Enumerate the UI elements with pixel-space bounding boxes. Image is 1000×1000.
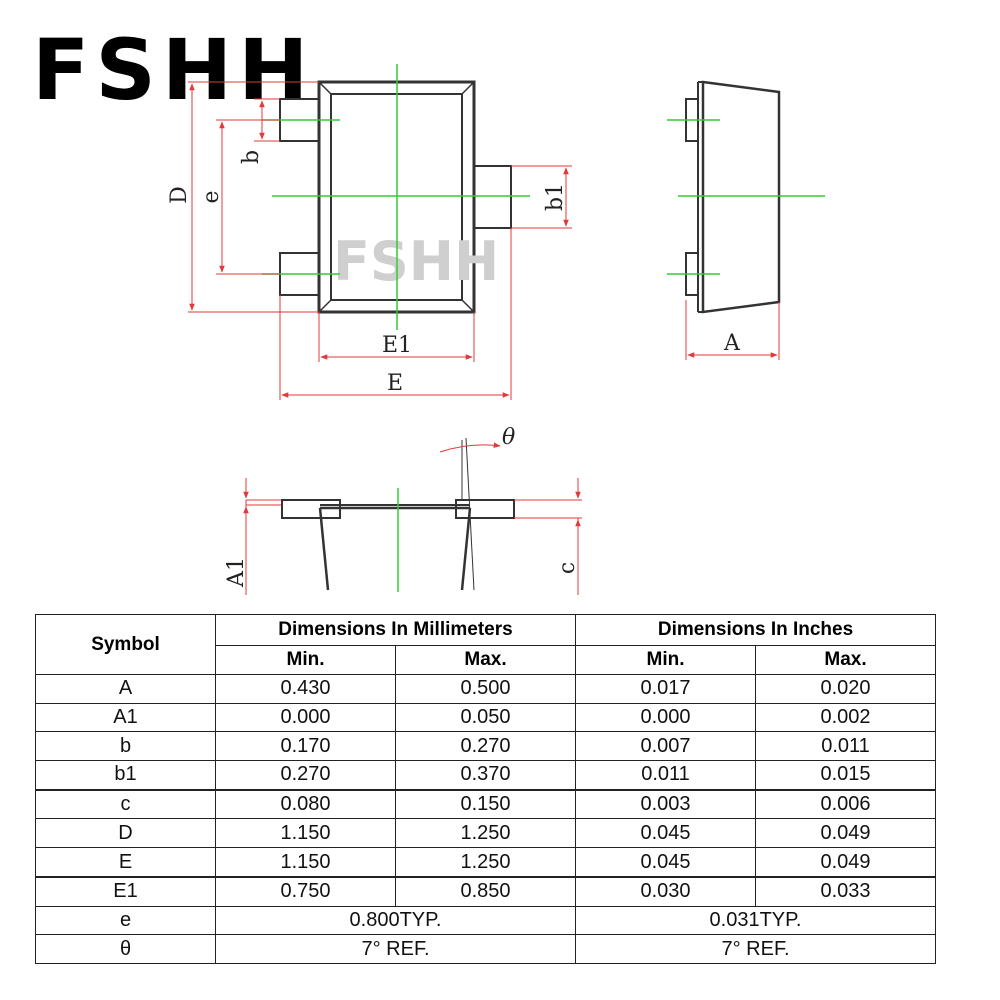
cell-in-ref: 7° REF. — [574, 934, 937, 964]
cell-mm-min: 0.430 — [215, 674, 396, 704]
header-symbol: Symbol — [35, 614, 216, 675]
table-row: A1 0.000 0.050 0.000 0.002 — [35, 702, 937, 733]
cell-in-min: 0.045 — [575, 847, 756, 878]
front-view: A1 θ c — [224, 425, 582, 595]
cell-mm-ref: 7° REF. — [215, 934, 576, 964]
cell-in-max: 0.002 — [754, 702, 937, 733]
package-outline-drawing: FSHH D e b b1 E1 E — [167, 64, 825, 595]
cell-mm-min: 0.170 — [215, 731, 396, 761]
cell-mm-max: 0.150 — [395, 788, 576, 820]
cell-mm-min: 0.080 — [215, 788, 396, 820]
cell-in-min: 0.007 — [575, 731, 756, 761]
dim-label-A1: A1 — [224, 557, 249, 588]
cell-mm-min: 1.150 — [215, 818, 396, 849]
table-row: E1 0.750 0.850 0.030 0.033 — [35, 875, 937, 907]
dim-label-b: b — [239, 150, 264, 164]
dim-label-theta: θ — [502, 425, 515, 450]
cell-mm-min: 0.750 — [215, 875, 396, 907]
side-body — [701, 80, 781, 314]
cell-symbol: E1 — [35, 875, 216, 907]
table-row: b1 0.270 0.370 0.011 0.015 — [35, 759, 937, 791]
cell-mm-max: 0.370 — [395, 759, 576, 791]
table-row: D 1.150 1.250 0.045 0.049 — [35, 818, 937, 849]
cell-mm-min: 1.150 — [215, 847, 396, 878]
table-row: b 0.170 0.270 0.007 0.011 — [35, 731, 937, 761]
table-row: A 0.430 0.500 0.017 0.020 — [35, 674, 937, 704]
cell-in-min: 0.011 — [575, 759, 756, 791]
cell-in-min: 0.000 — [575, 702, 756, 733]
cell-symbol: θ — [35, 934, 216, 964]
table-row: θ 7° REF. 7° REF. — [35, 934, 937, 964]
dim-label-E: E — [387, 371, 403, 396]
cell-in-max: 0.011 — [754, 731, 937, 761]
cell-symbol: E — [35, 847, 216, 878]
cell-symbol: A1 — [35, 702, 216, 733]
cell-mm-max: 0.500 — [395, 674, 576, 704]
top-view: FSHH D e b b1 E1 E — [167, 64, 572, 400]
cell-in-min: 0.017 — [575, 674, 756, 704]
cell-in-min: 0.045 — [575, 818, 756, 849]
dim-label-e: e — [199, 190, 224, 203]
header-inches: Dimensions In Inches — [574, 614, 937, 646]
cell-in-max: 0.049 — [754, 818, 937, 849]
cell-mm-max: 0.050 — [395, 702, 576, 733]
cell-mm-typ: 0.800TYP. — [215, 905, 576, 936]
table-row: c 0.080 0.150 0.003 0.006 — [35, 788, 937, 820]
table-row: e 0.800TYP. 0.031TYP. — [35, 905, 937, 936]
cell-in-max: 0.020 — [754, 674, 937, 704]
dim-label-E1: E1 — [382, 333, 412, 358]
lead-pad-right — [472, 165, 512, 229]
watermark-text: FSHH — [333, 230, 499, 293]
cell-in-max: 0.049 — [754, 847, 937, 878]
cell-symbol: b1 — [35, 759, 216, 791]
cell-symbol: e — [35, 905, 216, 936]
cell-symbol: c — [35, 788, 216, 820]
cell-in-max: 0.033 — [754, 875, 937, 907]
cell-mm-min: 0.270 — [215, 759, 396, 791]
header-mm-min: Min. — [215, 645, 396, 675]
cell-mm-max: 1.250 — [395, 847, 576, 878]
cell-mm-max: 0.850 — [395, 875, 576, 907]
cell-in-min: 0.030 — [575, 875, 756, 907]
dim-label-A: A — [723, 331, 741, 356]
brand-logo-text: FSHH — [32, 21, 315, 119]
header-in-max: Max. — [754, 645, 937, 675]
cell-in-typ: 0.031TYP. — [574, 905, 937, 936]
cell-mm-max: 1.250 — [395, 818, 576, 849]
cell-in-min: 0.003 — [575, 788, 756, 820]
front-body — [318, 506, 472, 591]
cell-symbol: b — [35, 731, 216, 761]
dimensions-table: Symbol Dimensions In Millimeters Dimensi… — [35, 614, 937, 964]
dim-label-D: D — [167, 186, 192, 204]
cell-symbol: D — [35, 818, 216, 849]
header-millimeters: Dimensions In Millimeters — [215, 614, 576, 646]
cell-mm-min: 0.000 — [215, 702, 396, 733]
cell-in-max: 0.015 — [754, 759, 937, 791]
cell-mm-max: 0.270 — [395, 731, 576, 761]
header-mm-max: Max. — [395, 645, 576, 675]
dim-label-c: c — [555, 562, 580, 574]
header-in-min: Min. — [575, 645, 756, 675]
cell-in-max: 0.006 — [754, 788, 937, 820]
cell-symbol: A — [35, 674, 216, 704]
table-row: E 1.150 1.250 0.045 0.049 — [35, 847, 937, 878]
dim-label-b1: b1 — [543, 183, 568, 211]
side-view: A — [667, 80, 825, 360]
